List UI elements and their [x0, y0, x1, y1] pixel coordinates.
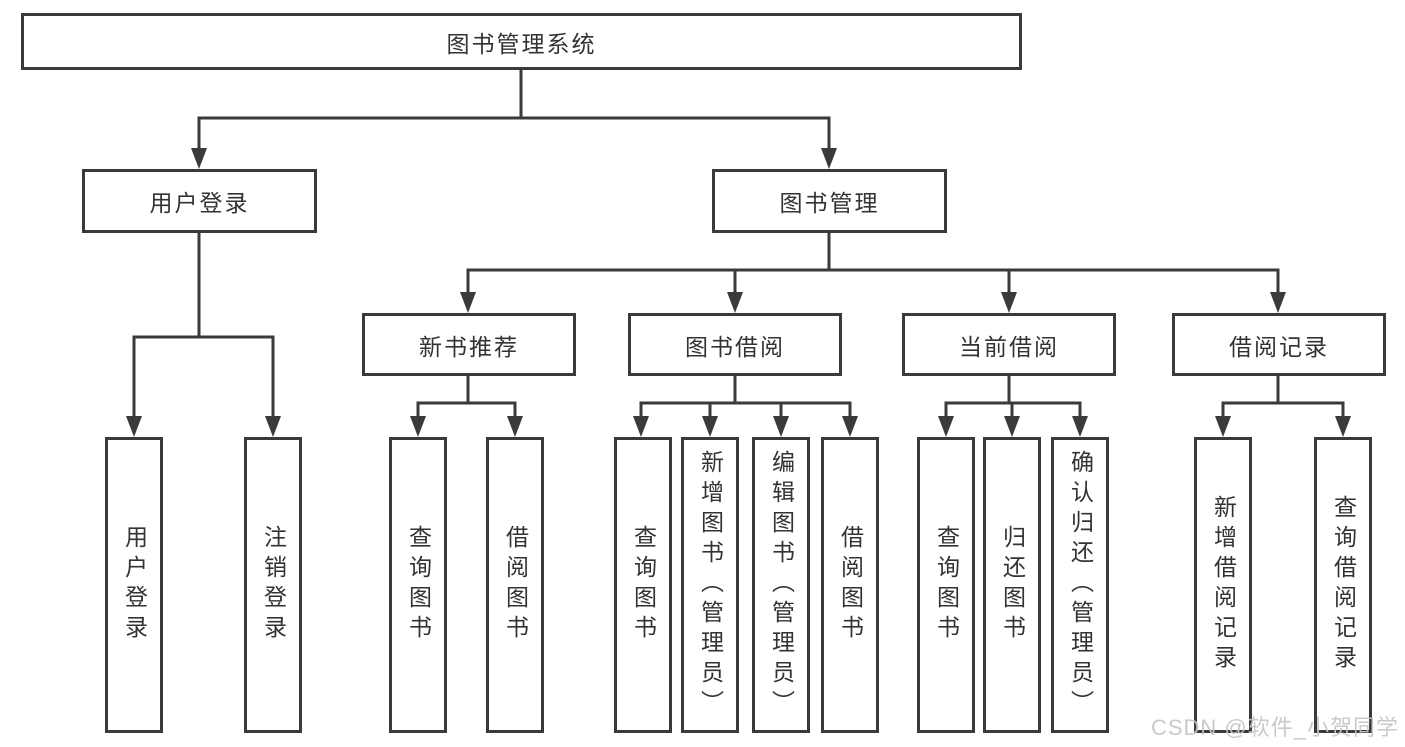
leaf-confirm-return-admin: 确认归还（管理员） — [1051, 437, 1109, 733]
edge-book-management-children — [466, 233, 1280, 296]
arrow-down-icon — [702, 416, 718, 437]
arrow-down-icon — [1215, 416, 1231, 437]
node-label: 查询图书 — [933, 525, 960, 645]
edge-root-to-level2 — [197, 69, 831, 152]
node-current-borrowing: 当前借阅 — [902, 313, 1116, 376]
node-label: 借阅记录 — [1229, 333, 1329, 360]
node-label: 借阅图书 — [837, 525, 864, 645]
leaf-recommend-borrow-books: 借阅图书 — [486, 437, 544, 733]
arrow-down-icon — [842, 416, 858, 437]
node-label: 查询图书 — [630, 525, 657, 645]
leaf-return-books: 归还图书 — [983, 437, 1041, 733]
arrow-down-icon — [1335, 416, 1351, 437]
arrow-down-icon — [507, 416, 523, 437]
arrow-down-icon — [460, 292, 476, 313]
edge-lines — [132, 69, 1345, 420]
node-label: 借阅图书 — [502, 525, 529, 645]
node-new-book-recommendation: 新书推荐 — [362, 313, 576, 376]
node-label: 图书管理 — [779, 190, 880, 216]
node-label: 查询图书 — [405, 525, 432, 645]
leaf-current-query-books: 查询图书 — [917, 437, 975, 733]
arrow-down-icon — [1270, 292, 1286, 313]
edge-new-book-children — [416, 376, 517, 420]
edge-book-borrow-children — [639, 376, 852, 420]
leaf-recommend-query-books: 查询图书 — [389, 437, 447, 733]
arrow-down-icon — [191, 148, 207, 169]
arrow-down-icon — [727, 292, 743, 313]
arrow-down-icon — [410, 416, 426, 437]
node-label: 用户登录 — [121, 525, 148, 645]
node-label: 确认归还（管理员） — [1067, 450, 1094, 720]
node-label: 新书推荐 — [419, 333, 519, 360]
node-label: 当前借阅 — [959, 333, 1059, 360]
leaf-borrow-books: 借阅图书 — [821, 437, 879, 733]
arrow-down-icon — [265, 416, 281, 437]
arrow-down-icon — [938, 416, 954, 437]
arrow-down-icon — [633, 416, 649, 437]
leaf-borrow-query-books: 查询图书 — [614, 437, 672, 733]
leaf-user-login: 用户登录 — [105, 437, 163, 733]
arrowheads — [126, 148, 1351, 437]
node-library-management-system: 图书管理系统 — [21, 13, 1022, 70]
arrow-down-icon — [126, 416, 142, 437]
node-label: 图书管理系统 — [446, 30, 597, 57]
node-label: 编辑图书（管理员） — [768, 450, 795, 720]
node-user-login: 用户登录 — [82, 169, 317, 233]
leaf-query-borrow-record: 查询借阅记录 — [1314, 437, 1372, 733]
arrow-down-icon — [1072, 416, 1088, 437]
node-label: 新增借阅记录 — [1210, 495, 1237, 675]
node-borrowing-records: 借阅记录 — [1172, 313, 1386, 376]
arrow-down-icon — [1001, 292, 1017, 313]
node-label: 新增图书（管理员） — [697, 450, 724, 720]
node-book-borrowing: 图书借阅 — [628, 313, 842, 376]
arrow-down-icon — [773, 416, 789, 437]
arrow-down-icon — [1004, 416, 1020, 437]
edge-borrow-record-children — [1221, 376, 1345, 420]
node-label: 用户登录 — [149, 190, 250, 216]
leaf-edit-book-admin: 编辑图书（管理员） — [752, 437, 810, 733]
arrow-down-icon — [821, 148, 837, 169]
leaf-logout: 注销登录 — [244, 437, 302, 733]
node-book-management: 图书管理 — [712, 169, 947, 233]
edge-user-login-children — [132, 233, 275, 420]
leaf-add-book-admin: 新增图书（管理员） — [681, 437, 739, 733]
node-label: 查询借阅记录 — [1330, 495, 1357, 675]
node-label: 图书借阅 — [685, 333, 785, 360]
csdn-watermark: CSDN @软件_小贺同学 — [1150, 715, 1399, 740]
leaf-add-borrow-record: 新增借阅记录 — [1194, 437, 1252, 733]
node-label: 归还图书 — [999, 525, 1026, 645]
edge-current-borrow-children — [944, 376, 1082, 420]
node-label: 注销登录 — [260, 525, 287, 645]
